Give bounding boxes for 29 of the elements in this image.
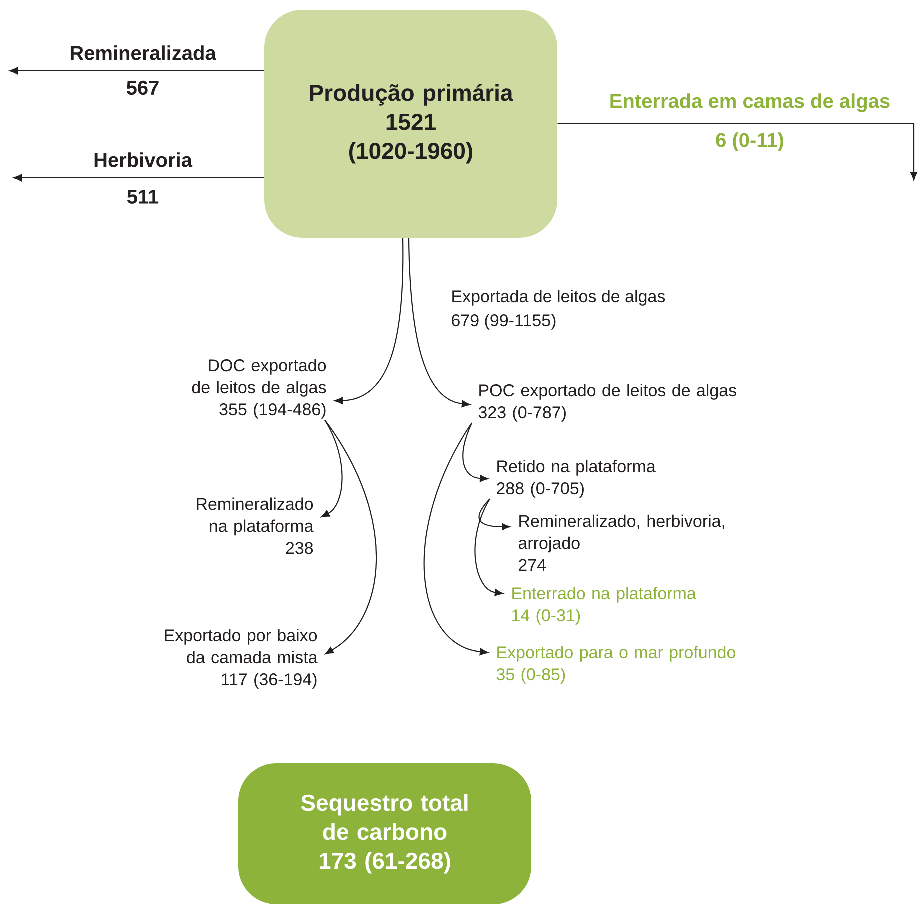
process-box: Produção primária 1521 (1020-1960): [264, 10, 558, 238]
flow-text: Exportado por baixo da camada mista 117 (36-194): [165, 629, 318, 689]
value-label: 6 (0-11): [716, 132, 784, 152]
edge-label: Herbivoria: [94, 152, 193, 168]
value-label: 567: [126, 80, 159, 96]
result-box: Sequestro total de carbono 173 (61-268): [238, 764, 532, 904]
edge-label: Enterrada em camas de algas: [610, 94, 890, 112]
arrow: [10, 67, 264, 75]
flow-text: POC exportado de leitos de algas 323 (0-787): [478, 384, 736, 422]
flow-text: Remineralizado, herbivoria, arrojado 274: [518, 514, 724, 572]
flow-text: Exportada de leitos de algas: [452, 290, 666, 306]
flow-text: Exportado para o mar profundo 35 (0-85): [496, 646, 736, 684]
arrow: [324, 420, 377, 654]
arrow: [558, 123, 918, 180]
flow-text: 679 (99-1155): [452, 314, 556, 330]
arrow: [14, 174, 264, 182]
arrow: [462, 422, 488, 482]
flow-text: DOC exportado de leitos de algas 355 (194-486): [192, 359, 326, 419]
flow-text: Remineralizado na plataforma 238: [197, 498, 314, 554]
arrow: [474, 498, 504, 596]
flow-text: Enterrado na plataforma 14 (0-31): [512, 587, 696, 625]
arrow: [408, 238, 470, 408]
value-label: 511: [127, 190, 159, 204]
arrow: [424, 422, 488, 656]
edge-label: Remineralizada: [70, 46, 216, 60]
flow-text: Retido na plataforma 288 (0-705): [497, 460, 656, 498]
arrow: [478, 498, 510, 531]
arrow: [334, 238, 404, 404]
arrow: [321, 420, 343, 518]
